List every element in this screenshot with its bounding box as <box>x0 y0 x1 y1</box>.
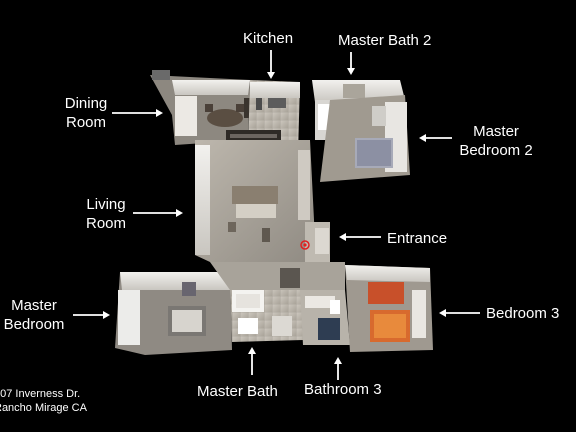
bedroom-3-label: Bedroom 3 <box>486 305 560 322</box>
dining-room-area[interactable] <box>150 70 260 145</box>
entrance-area[interactable] <box>300 222 330 262</box>
entrance-arrow-icon <box>339 233 381 241</box>
master-bath-area[interactable] <box>230 280 303 342</box>
kitchen-arrow-icon <box>267 50 275 79</box>
bathroom-3-label: Bathroom 3 <box>304 381 382 398</box>
address-line-1: 007 Inverness Dr. <box>0 388 81 400</box>
dining-room-arrow-icon <box>112 109 163 117</box>
master-bedroom-arrow-icon <box>73 311 110 319</box>
master-bath-arrow-icon <box>248 347 256 375</box>
bathroom-3-area[interactable] <box>300 290 350 345</box>
master-bath-label: Master Bath <box>197 383 278 400</box>
master-bedroom-2-arrow-icon <box>419 134 452 142</box>
arrow-icons <box>73 50 480 380</box>
master-bath-2-label: Master Bath 2 <box>338 32 432 49</box>
master-bedroom-2-label: Master Bedroom 2 <box>459 123 533 159</box>
master-bath-2-arrow-icon <box>347 52 355 75</box>
bedroom-3-area[interactable] <box>345 265 433 352</box>
master-bedroom-label: Master Bedroom <box>3 297 65 333</box>
bedroom-3-arrow-icon <box>439 309 480 317</box>
living-room-label: Living Room <box>85 196 126 232</box>
bathroom-3-arrow-icon <box>334 357 342 380</box>
entrance-label: Entrance <box>387 230 448 247</box>
master-bedroom-2-area[interactable] <box>320 95 410 182</box>
dining-room-label: Dining Room <box>64 95 108 131</box>
address-line-2: Rancho Mirage CA <box>0 402 87 414</box>
hallway-area <box>210 262 345 290</box>
property-address: 007 Inverness Dr. Rancho Mirage CA <box>0 387 87 415</box>
kitchen-label: Kitchen <box>243 30 294 47</box>
living-room-area[interactable] <box>195 140 320 274</box>
living-room-arrow-icon <box>133 209 183 217</box>
master-bedroom-area[interactable] <box>115 272 232 355</box>
